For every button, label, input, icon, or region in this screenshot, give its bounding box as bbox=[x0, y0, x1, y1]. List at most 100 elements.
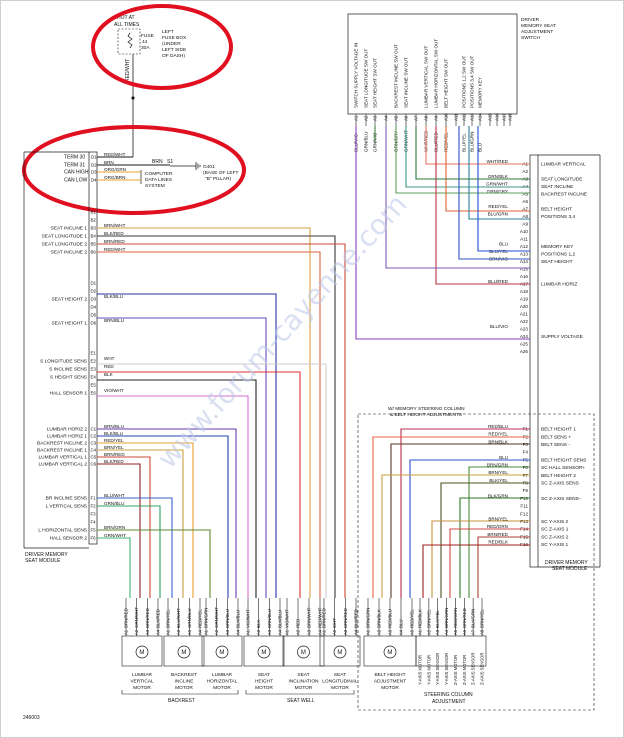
left-module-body bbox=[88, 151, 98, 545]
right-f-pin-wire: BRN/YEL bbox=[488, 516, 508, 521]
motor-pin-number: A3 bbox=[435, 629, 440, 635]
motor-row: BRN/REDA1GRN/WHTA2BRN/REDA3BLK/REDA4MLUM… bbox=[121, 598, 487, 691]
backrest-label: BACKREST bbox=[168, 698, 195, 704]
left-pin-number: D1 bbox=[91, 281, 97, 286]
right-a-pin-label: POSITIONS 1,2 bbox=[541, 252, 575, 258]
feed-wire-label: RED/WHT bbox=[125, 59, 131, 82]
switch-title-2: MEMORY SEAT bbox=[521, 23, 556, 29]
fuse-location-2: FUSE BOX bbox=[162, 35, 187, 41]
left-pin-number: F1 bbox=[91, 496, 97, 501]
right-a-pin-number: A26 bbox=[520, 349, 529, 354]
motor: BRN/REDA1GRN/WHTA2BRN/REDA3BLK/REDA4MLUM… bbox=[121, 598, 163, 691]
motor-symbol bbox=[135, 645, 149, 659]
right-f-pin-wire: BRN/RED bbox=[487, 532, 508, 537]
wire-f16-sc-y-axis-1 bbox=[422, 544, 530, 598]
wire-switch-a10 bbox=[445, 126, 530, 212]
motor-name: Y-AXIS SENSOR bbox=[435, 653, 440, 685]
switch-title-3: ADJUSTMENT bbox=[521, 29, 553, 35]
ground-symbol bbox=[195, 162, 201, 170]
motor-pin-number: A2 bbox=[134, 629, 139, 635]
seat-well-label: SEAT WELL bbox=[287, 698, 315, 704]
left-pin-number: C5 bbox=[91, 455, 97, 460]
highlight-circle-fuse bbox=[91, 4, 233, 90]
motor: BRN/YELA1BLU/WHTA2GRN/BLUA3RED/YELA4MBAC… bbox=[163, 598, 205, 691]
switch-title-1: DRIVER bbox=[521, 17, 540, 23]
right-a-pin-label: POSITIONS 3,4 bbox=[541, 214, 575, 220]
right-f-pin-number: F4 bbox=[523, 450, 529, 455]
motor-symbol-letter: M bbox=[337, 650, 342, 656]
left-pin-number: D3 bbox=[91, 297, 97, 302]
wire-f5-belt-height-sens bbox=[409, 459, 530, 598]
right-a-pin-label: BACKREST INCLINE bbox=[541, 192, 587, 198]
motor-wire-label: BRN/GRN bbox=[204, 608, 209, 628]
left-pin-number: E6 bbox=[91, 391, 97, 396]
wire-f14-sc-z-axis-1 bbox=[449, 528, 530, 598]
motor-name: LONGITUDINAL bbox=[322, 679, 358, 685]
figure-id: 246003 bbox=[23, 715, 40, 721]
wire-f13-sc-y-axis-2 bbox=[431, 520, 530, 598]
switch-function-label: MEMORY KEY bbox=[478, 77, 483, 108]
left-module-title-2: SEAT MODULE bbox=[25, 558, 61, 564]
left-power-wire: RED/WHT bbox=[104, 152, 126, 157]
right-a-pin-number: A22 bbox=[520, 319, 529, 324]
wire-d6-seat-height-1 bbox=[97, 317, 267, 598]
right-f-pin-label: SC HALL SENSOR+ bbox=[541, 465, 585, 471]
motor-name: SEAT bbox=[258, 672, 270, 678]
ground-label-1: G401 bbox=[203, 164, 215, 170]
seat-well-brace bbox=[245, 690, 355, 695]
right-a-pin-number: A23 bbox=[520, 327, 529, 332]
left-pin-number: E4 bbox=[91, 375, 97, 380]
left-power-pin: D2 bbox=[91, 163, 97, 168]
motor-wire-label: BLK/YEL bbox=[435, 610, 440, 628]
left-pin-number: F2 bbox=[91, 504, 97, 509]
wire-switch-a5 bbox=[405, 126, 530, 188]
motor-wire-label: BRN/BLU bbox=[267, 609, 272, 628]
motor-wire-label: BRN/GRN bbox=[444, 608, 449, 628]
ground-label-3: "B" PILLAR) bbox=[205, 176, 231, 182]
motor-pin-number: A1 bbox=[246, 629, 251, 635]
left-pin-label: SEAT HEIGHT 1 bbox=[52, 321, 88, 327]
right-a-pin-label: SEAT INCLINE bbox=[541, 184, 573, 190]
fuse-location-4: LEFT SIDE bbox=[162, 47, 186, 53]
backrest-brace bbox=[121, 690, 239, 695]
wire-c1-lumbar-horiz-2 bbox=[97, 428, 237, 598]
right-f-pin-label: BELT HEIGHT 1 bbox=[541, 427, 576, 433]
motor-wire-label: RED bbox=[296, 619, 301, 628]
steering-label-2: ADJUSTMENT bbox=[432, 699, 466, 705]
motor-wire-label: BLU/WHT bbox=[176, 608, 181, 628]
motor-pin-number: A2 bbox=[426, 629, 431, 635]
motor-connector-box bbox=[121, 635, 163, 667]
motor-symbol-letter: M bbox=[301, 650, 306, 656]
motor-pin-number: A1 bbox=[124, 629, 129, 635]
right-a-pin-wire: BLU bbox=[499, 242, 508, 247]
motor-name: LUMBAR bbox=[132, 672, 153, 678]
motor-pin-number: A4 bbox=[278, 629, 283, 635]
motor-name: HORIZONTAL bbox=[207, 679, 238, 685]
left-power-wire: BRN bbox=[104, 160, 114, 165]
motor-wire-label: VIO/WHT bbox=[246, 609, 251, 628]
motor-symbol-letter: M bbox=[219, 650, 224, 656]
motor-symbol-letter: M bbox=[387, 650, 392, 656]
motor-pin-number: A1 bbox=[166, 629, 171, 635]
switch-pin-wire: GRN/VIO bbox=[373, 132, 378, 152]
right-f-pin-wire: BRN/BLK bbox=[488, 439, 509, 444]
right-a-pin-number: A16 bbox=[520, 274, 529, 279]
left-pin-number: B3 bbox=[91, 226, 97, 231]
wire-f8-sc-z-axis-sens bbox=[440, 482, 530, 598]
right-a-pin-wire: BLU/GRN bbox=[488, 212, 508, 217]
motor-wire-label: BRN/BLK bbox=[377, 609, 382, 628]
right-a-pin-number: A12 bbox=[520, 244, 529, 249]
motor-pin-number: A4 bbox=[354, 629, 359, 635]
motor-wire-label: BLK/GRN bbox=[471, 609, 476, 628]
wire-b6-seat-incline-2 bbox=[97, 251, 321, 598]
motor-wire-label: RED/BLK bbox=[418, 609, 423, 628]
right-a-pin-label: SUPPLY VOLTAGE bbox=[541, 334, 583, 340]
motor-pin-number: A2 bbox=[214, 629, 219, 635]
motor-pin-number: A3 bbox=[187, 629, 192, 635]
left-pin-wire: BRN/RED bbox=[104, 239, 125, 244]
right-f-pin-label: BELT SENS - bbox=[541, 442, 570, 448]
wire-f1-belt-height-1 bbox=[400, 428, 530, 598]
right-f-pin-label: SC Z-AXIS 2 bbox=[541, 534, 569, 540]
fuse-location-1: LEFT bbox=[162, 29, 174, 35]
